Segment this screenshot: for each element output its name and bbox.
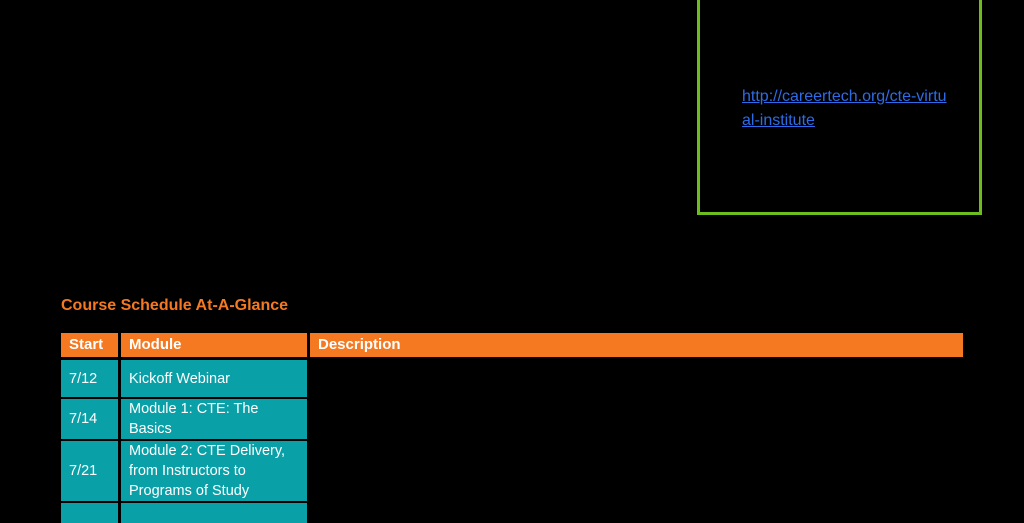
- table-row-module: Module 2: CTE Delivery, from Instructors…: [121, 441, 307, 501]
- header-description: Description: [310, 333, 963, 357]
- header-start: Start: [61, 333, 118, 357]
- table-row-module: [121, 503, 307, 523]
- table-row-start: 7/12: [61, 360, 118, 397]
- table-row-module: Module 1: CTE: The Basics: [121, 399, 307, 439]
- header-description-label: Description: [318, 336, 401, 353]
- info-box: http://careertech.org/cte-virtual-instit…: [697, 0, 982, 215]
- header-module-label: Module: [129, 336, 182, 353]
- cte-virtual-institute-link[interactable]: http://careertech.org/cte-virtual-instit…: [742, 88, 947, 129]
- table-row-start: [61, 503, 118, 523]
- table-row-module: Kickoff Webinar: [121, 360, 307, 397]
- table-row-start: 7/14: [61, 399, 118, 439]
- header-start-label: Start: [69, 336, 104, 353]
- schedule-title: Course Schedule At-A-Glance: [61, 297, 289, 314]
- table-row-start: 7/21: [61, 441, 118, 501]
- header-module: Module: [121, 333, 307, 357]
